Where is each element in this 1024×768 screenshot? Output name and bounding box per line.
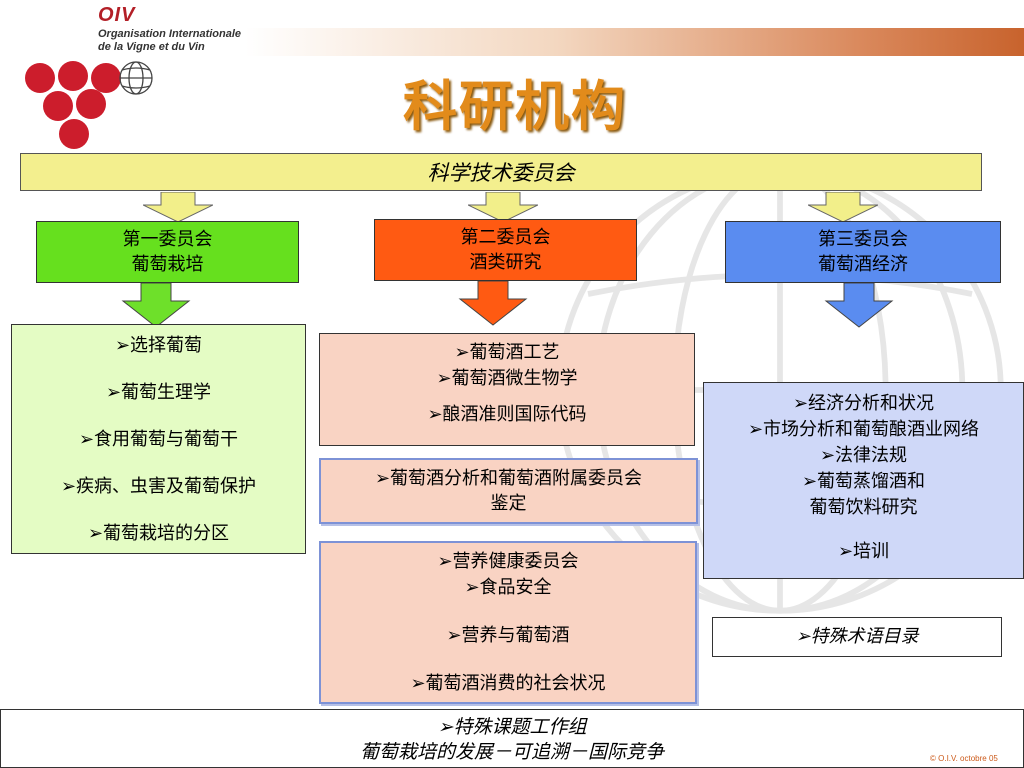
terminology-box: ➢特殊术语目录 <box>712 617 1002 657</box>
commission-2-name: 第二委员会 <box>460 227 551 248</box>
commission-3-name: 第三委员会 <box>818 229 908 250</box>
economy-topics-box: ➢经济分析和状况 ➢市场分析和葡萄酿酒业网络 ➢法律法规 ➢葡萄蒸馏酒和 葡萄饮… <box>703 382 1024 579</box>
orange-arrow-down-icon <box>458 281 528 326</box>
list-item: ➢葡萄酒消费的社会状况 <box>410 673 606 694</box>
oenology-topics-box: ➢葡萄酒工艺 ➢葡萄酒微生物学 ➢酿酒准则国际代码 <box>319 333 695 446</box>
list-item: ➢法律法规 <box>819 445 908 466</box>
arrow-down-icon <box>808 192 878 223</box>
green-arrow-down-icon <box>121 283 191 328</box>
list-item: ➢葡萄酒微生物学 <box>436 368 578 389</box>
arrow-down-icon <box>143 192 213 223</box>
org-mark: OIV <box>98 4 136 26</box>
list-item: ➢葡萄酒工艺 <box>454 342 560 363</box>
list-item: ➢葡萄生理学 <box>105 382 212 403</box>
terminology-label: 特殊术语目录 <box>810 626 919 647</box>
list-item: ➢食品安全 <box>464 577 552 598</box>
list-item: ➢食用葡萄与葡萄干 <box>78 429 239 450</box>
org-name-line1: Organisation Internationale <box>98 28 242 40</box>
list-item: ➢酿酒准则国际代码 <box>427 404 587 425</box>
org-name-line2: de la Vigne et du Vin <box>98 41 205 53</box>
grape-globe-logo-icon <box>25 61 153 149</box>
analysis-subcommission-box: ➢葡萄酒分析和葡萄酒附属委员会 鉴定 <box>319 458 698 524</box>
blue-arrow-down-icon <box>824 283 894 328</box>
list-item: ➢葡萄酒分析和葡萄酒附属委员会 <box>374 468 643 489</box>
commission-1-viticulture: 第一委员会 葡萄栽培 <box>36 221 299 283</box>
list-item: ➢经济分析和状况 <box>792 393 935 414</box>
list-item: ➢市场分析和葡萄酿酒业网络 <box>747 419 980 440</box>
list-item-cont: 葡萄饮料研究 <box>809 497 918 518</box>
list-item-cont: 葡萄栽培的发展－可追溯－国际竞争 <box>359 741 664 763</box>
list-item-cont: 鉴定 <box>490 493 527 514</box>
commission-3-economy: 第三委员会 葡萄酒经济 <box>725 221 1001 283</box>
commission-1-topic: 葡萄栽培 <box>131 254 204 275</box>
copyright: © O.I.V. octobre 05 <box>930 754 998 763</box>
list-item: ➢特殊课题工作组 <box>437 716 587 738</box>
list-item: ➢葡萄栽培的分区 <box>87 523 230 544</box>
list-item: ➢选择葡萄 <box>114 335 203 356</box>
viticulture-topics-box: ➢选择葡萄 ➢葡萄生理学 ➢食用葡萄与葡萄干 ➢疾病、虫害及葡萄保护 ➢葡萄栽培… <box>11 324 306 554</box>
arrow-down-icon <box>468 192 538 223</box>
list-item: ➢营养健康委员会 <box>437 551 579 572</box>
scientific-technical-committee: 科学技术委员会 <box>20 153 982 191</box>
header-gradient-bar <box>245 28 1024 56</box>
page-title: 科研机构 <box>403 74 627 138</box>
list-item: ➢营养与葡萄酒 <box>446 625 570 646</box>
list-item: ➢葡萄蒸馏酒和 <box>801 471 926 492</box>
nutrition-health-box: ➢营养健康委员会 ➢食品安全 ➢营养与葡萄酒 ➢葡萄酒消费的社会状况 <box>319 541 697 704</box>
special-working-group-box: ➢特殊课题工作组 葡萄栽培的发展－可追溯－国际竞争 <box>0 709 1024 768</box>
commission-3-topic: 葡萄酒经济 <box>818 254 908 275</box>
commission-2-topic: 酒类研究 <box>469 252 542 273</box>
commission-2-oenology: 第二委员会 酒类研究 <box>374 219 637 281</box>
list-item: ➢疾病、虫害及葡萄保护 <box>60 476 257 497</box>
commission-1-name: 第一委员会 <box>122 229 213 250</box>
list-item: ➢培训 <box>837 541 890 562</box>
